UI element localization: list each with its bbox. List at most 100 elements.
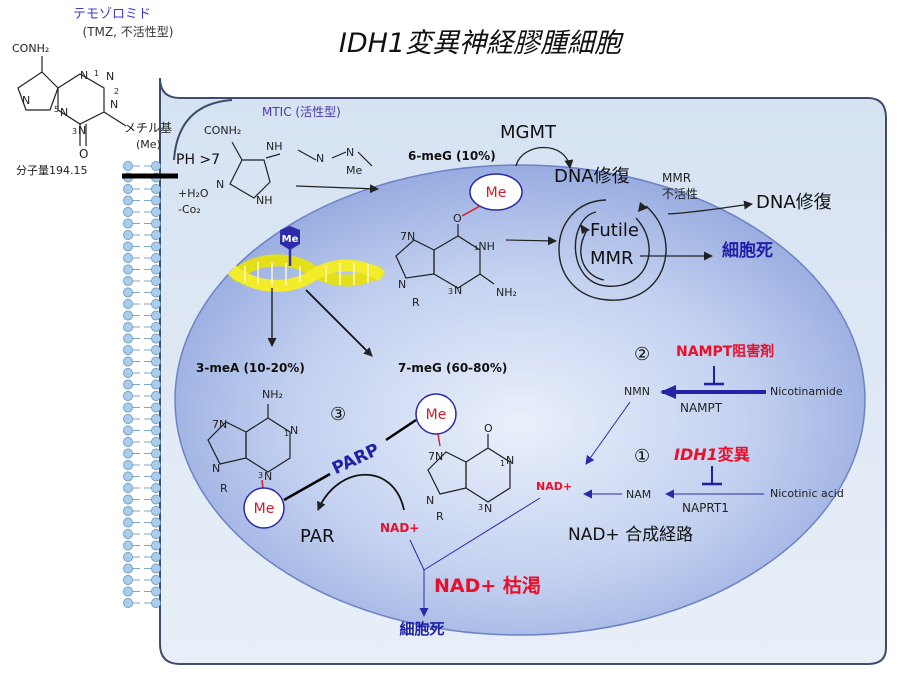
o6-me-circle bbox=[469, 173, 523, 211]
lipid-head bbox=[151, 402, 161, 413]
guanine-top-n7: 7N bbox=[400, 230, 415, 243]
lipid-head bbox=[151, 184, 161, 194]
lipid-head bbox=[151, 368, 161, 378]
lipid-head bbox=[123, 253, 133, 263]
lipid-head bbox=[151, 598, 161, 608]
tmz-n: N bbox=[78, 124, 86, 137]
lipid-head bbox=[151, 506, 161, 516]
lipid-head bbox=[151, 586, 161, 597]
lipid-head bbox=[123, 276, 133, 286]
lipid-head bbox=[151, 437, 161, 447]
lipid-head bbox=[151, 414, 161, 424]
lipid-head bbox=[123, 471, 133, 482]
lipid-head bbox=[151, 494, 161, 505]
lipid-head bbox=[123, 402, 133, 413]
lipid-head bbox=[151, 241, 161, 252]
lipid-head bbox=[123, 552, 133, 562]
lipid-head bbox=[151, 356, 161, 367]
lipid-head bbox=[123, 207, 133, 217]
lipid-head bbox=[151, 425, 161, 436]
guanine-7-n9: N bbox=[426, 494, 434, 507]
lipid-head bbox=[151, 483, 161, 493]
lipid-head bbox=[123, 184, 133, 194]
lipid-head bbox=[123, 529, 133, 539]
nampt-label: NAMPT bbox=[680, 401, 723, 415]
cell-membrane bbox=[123, 161, 161, 608]
lipid-head bbox=[151, 471, 161, 482]
lipid-head bbox=[123, 391, 133, 401]
adenine-n3: N bbox=[264, 470, 272, 483]
guanine-7-n7: 7N bbox=[428, 450, 443, 463]
page-title: IDH1変異神経膠腫細胞 bbox=[339, 28, 624, 59]
futile-mmr-cycle bbox=[558, 199, 667, 301]
tmz-name: テモゾロミド bbox=[73, 7, 151, 22]
nad-depletion: NAD+ 枯渇 bbox=[434, 574, 541, 597]
lipid-head bbox=[151, 322, 161, 332]
lipid-head bbox=[123, 333, 133, 344]
lipid-head bbox=[151, 391, 161, 401]
dna-repair-mgmt: DNA修復 bbox=[554, 166, 630, 187]
mmr-label: MMR bbox=[662, 171, 691, 185]
lipid-head bbox=[151, 310, 161, 321]
lipid-head bbox=[123, 322, 133, 332]
cell-death-mmr: 細胞死 bbox=[722, 240, 773, 261]
nad-label: NAD+ bbox=[536, 480, 572, 493]
lipid-head bbox=[151, 563, 161, 574]
nampt-inhibitor: NAMPT阻害剤 bbox=[676, 343, 774, 360]
adenine-n7: 7N bbox=[212, 418, 227, 431]
tmz-mol-weight: 分子量194.15 bbox=[16, 164, 88, 177]
mtic-n: N bbox=[216, 178, 224, 191]
guanine-7-sub3: 3 bbox=[478, 503, 483, 512]
lipid-head bbox=[151, 287, 161, 298]
lipid-head bbox=[151, 161, 161, 171]
mtic-conh2: CONH₂ bbox=[204, 124, 241, 137]
lipid-head bbox=[123, 506, 133, 516]
lipid-head bbox=[123, 218, 133, 229]
naprt1-label: NAPRT1 bbox=[682, 501, 729, 515]
tmz-n: N bbox=[22, 94, 30, 107]
condition-ph: PH >7 bbox=[176, 152, 220, 168]
tmz-subtitle: (TMZ, 不活性型) bbox=[83, 25, 174, 39]
lipid-head bbox=[151, 448, 161, 459]
lipid-head bbox=[123, 299, 133, 309]
dna-methyl-marker-label: Me bbox=[282, 234, 299, 245]
lipid-head bbox=[123, 414, 133, 424]
guanine-7-r: R bbox=[436, 510, 444, 523]
lipid-head bbox=[123, 448, 133, 459]
lipid-head bbox=[123, 264, 133, 275]
lipid-head bbox=[123, 563, 133, 574]
lipid-head bbox=[151, 575, 161, 585]
guanine-top-structure bbox=[395, 224, 495, 289]
guanine-top-nh2: NH₂ bbox=[496, 286, 517, 299]
tmz-structure bbox=[17, 56, 127, 146]
lipid-head bbox=[123, 483, 133, 493]
mtic-label: MTIC (活性型) bbox=[262, 105, 341, 119]
guanine-7-n3: N bbox=[484, 502, 492, 515]
tmz-r2: 2 bbox=[114, 87, 119, 96]
pathway-marker-3: ③ bbox=[330, 404, 346, 425]
nmn-label: NMN bbox=[624, 385, 650, 398]
lipid-head bbox=[151, 230, 161, 240]
guanine-7-structure bbox=[427, 434, 511, 503]
lipid-head bbox=[151, 195, 161, 206]
tmz-r3: 3 bbox=[72, 127, 77, 136]
tmz-r1: 1 bbox=[94, 69, 99, 78]
nad-synthesis-label: NAD+ 合成経路 bbox=[568, 525, 693, 545]
condition-h2o: +H₂O bbox=[178, 187, 209, 200]
lipid-head bbox=[151, 529, 161, 539]
mtic-n: N bbox=[346, 146, 354, 159]
mtic-arrow bbox=[295, 184, 379, 194]
guanine-top-r: R bbox=[412, 296, 420, 309]
n7-me-circle bbox=[415, 393, 457, 435]
tmz-me: (Me) bbox=[136, 138, 161, 151]
lipid-head bbox=[151, 333, 161, 344]
lipid-head bbox=[151, 299, 161, 309]
guanine-7-sub1: 1 bbox=[500, 459, 505, 468]
lipid-head bbox=[123, 425, 133, 436]
adduct-o6: 6-meG (10%) bbox=[408, 149, 496, 163]
guanine-7-nh: N bbox=[506, 454, 514, 467]
lipid-head bbox=[151, 253, 161, 263]
guanine-top-sub3: 3 bbox=[448, 287, 453, 296]
tmz-n: N bbox=[60, 106, 68, 119]
